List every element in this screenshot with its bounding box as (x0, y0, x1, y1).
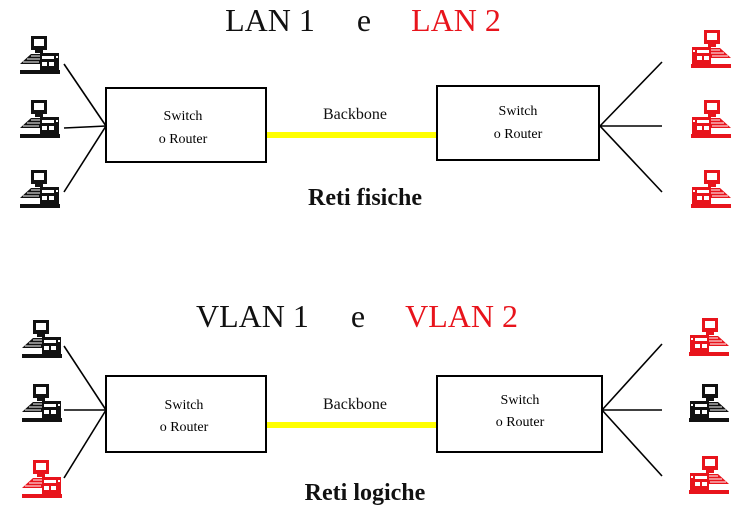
logical-network-section: VLAN 1 e VLAN 2 Backbone Switch o Router S… (21, 298, 730, 506)
left-switch: Switch o Router (105, 375, 267, 453)
computer-icon (19, 99, 61, 139)
left-switch-line1: Switch (165, 398, 204, 413)
backbone-label: Backbone (323, 106, 387, 123)
logical-caption: Reti logiche (305, 480, 426, 506)
computer-icon (21, 383, 63, 423)
computer-icon (21, 319, 63, 359)
right-switch-line1: Switch (499, 104, 538, 119)
right-links (601, 343, 663, 477)
lan-title: LAN 1 e LAN 2 (225, 2, 501, 38)
right-links (599, 61, 663, 193)
computer-icon (688, 383, 730, 423)
right-switch-line2: o Router (496, 415, 545, 430)
backbone-label: Backbone (323, 396, 387, 413)
left-switch-line2: o Router (159, 132, 208, 147)
left-links (63, 63, 107, 193)
computer-icon (688, 455, 730, 495)
vlan-title: VLAN 1 e VLAN 2 (196, 298, 518, 334)
left-switch: Switch o Router (105, 87, 267, 163)
lan2-label: LAN 2 (411, 2, 501, 38)
title-connector: e (351, 298, 365, 334)
computer-icon (690, 169, 732, 209)
physical-network-section: LAN 1 e LAN 2 Backbone Switch o Router Swi… (19, 2, 732, 211)
vlan2-label: VLAN 2 (405, 298, 518, 334)
vlan1-label: VLAN 1 (196, 298, 309, 334)
computer-icon (19, 169, 61, 209)
right-switch-line2: o Router (494, 127, 543, 142)
computer-icon (688, 317, 730, 357)
left-switch-line1: Switch (164, 109, 203, 124)
lan1-label: LAN 1 (225, 2, 315, 38)
right-switch: Switch o Router (436, 375, 603, 453)
left-switch-line2: o Router (160, 420, 209, 435)
right-switch-line1: Switch (501, 393, 540, 408)
physical-caption: Reti fisiche (308, 185, 422, 211)
title-connector: e (357, 2, 371, 38)
computer-icon (690, 99, 732, 139)
computer-icon (690, 29, 732, 69)
left-links (63, 345, 107, 479)
right-switch: Switch o Router (436, 85, 600, 161)
computer-icon (21, 459, 63, 499)
computer-icon (19, 35, 61, 75)
